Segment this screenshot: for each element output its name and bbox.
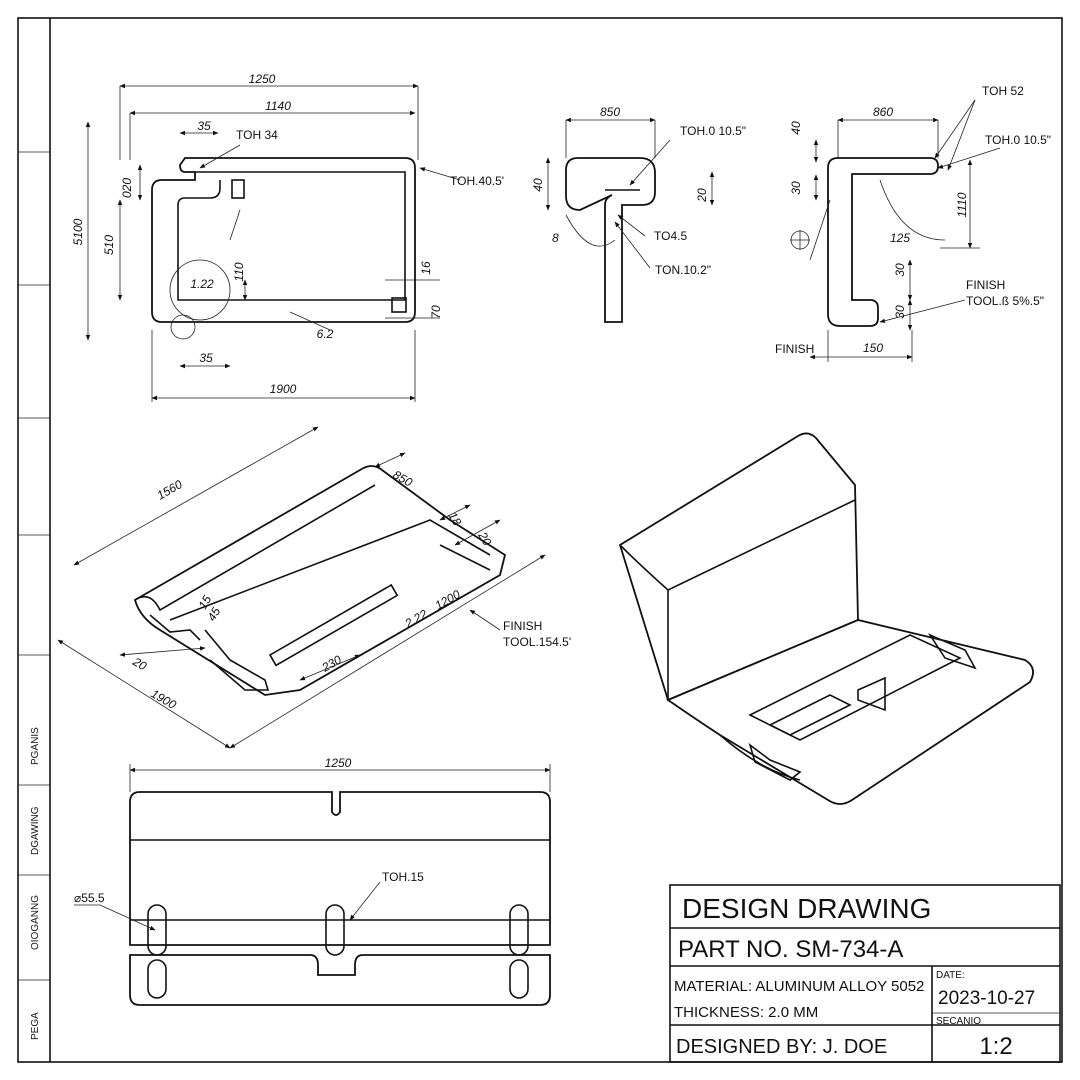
top-right-view: TOH 52 860 40 TOH.0 10.5" 30 1110 125 30…	[775, 84, 1051, 362]
dim-510: 510	[102, 235, 116, 255]
note-toh34: TOH 34	[236, 128, 278, 142]
dim-8-mid: 8	[552, 231, 559, 245]
iso-3d-window-inner-1	[768, 694, 852, 736]
iso-3d-bend-line	[667, 499, 856, 591]
dim-30-right-top: 30	[789, 181, 803, 195]
iso-left-clip	[149, 614, 201, 641]
iso-3d-tab-left	[748, 742, 802, 781]
bottom-slot-mid	[325, 904, 345, 956]
bottom-slot-right-lower	[509, 959, 529, 999]
top-right-bend-arc	[879, 179, 946, 241]
dim-70: 70	[429, 305, 443, 319]
iso-3d-back-wall	[618, 432, 859, 702]
dim-1250-bottom: 1250	[325, 756, 352, 770]
title-block-scale-label: SECANIO	[936, 1016, 981, 1027]
note-toh52: TOH 52	[982, 84, 1024, 98]
iso-left-bend-line	[134, 484, 376, 612]
dim-40-mid: 40	[531, 178, 545, 192]
dim-150: 150	[863, 341, 883, 355]
isometric-3d-view	[618, 432, 1034, 805]
dim-20-iso-top: 20	[475, 529, 494, 549]
bottom-upper-panel	[129, 791, 551, 946]
note-to4-5: TO4.5	[654, 229, 687, 243]
dim-40-right: 40	[789, 121, 803, 135]
top-left-corner-tab	[391, 297, 407, 313]
top-left-inner-flange	[177, 171, 406, 301]
top-left-detail-circle	[169, 259, 231, 321]
dim-15-iso: 15	[195, 593, 214, 612]
note-finish-iso: FINISH	[503, 619, 542, 633]
dim-1110: 1110	[955, 192, 969, 217]
note-finish-left: FINISH	[775, 342, 814, 356]
dim-020: 020	[120, 178, 134, 198]
dim-1560: 1560	[155, 477, 185, 503]
side-label-4: PEGA	[30, 1012, 41, 1040]
bottom-plan-view: 1250 TOH.15 ⌀55.5	[74, 756, 551, 1006]
dim-20-iso-bottom: 20	[130, 654, 150, 673]
title-block-part-no: PART NO. SM-734-A	[678, 936, 903, 963]
top-left-part-outline	[151, 157, 416, 323]
iso-3d-left-edge	[619, 544, 669, 700]
bottom-lower-panel	[129, 954, 551, 1006]
dim-860: 860	[873, 105, 893, 119]
top-left-view: 1250 1140 35 TOH 34 020 5100 510 TOH.40.…	[71, 72, 504, 402]
side-label-2: DGAWING	[30, 806, 41, 855]
dim-20-mid: 20	[695, 188, 709, 203]
side-label-3: OIOGANNG	[30, 895, 41, 950]
title-block-material: MATERIAL: ALUMINUM ALLOY 5052	[674, 978, 924, 995]
dim-45-iso: 45	[204, 605, 223, 624]
dim-16: 16	[419, 261, 433, 275]
iso-left-main-plate	[133, 465, 507, 696]
bottom-slot-right	[509, 904, 529, 956]
note-dia-55-5: ⌀55.5	[74, 891, 105, 905]
dim-125: 125	[890, 231, 910, 245]
title-block-thickness: THICKNESS: 2.0 MM	[674, 1004, 818, 1021]
note-tool-finish-right: TOOL.ß 5%.5"	[966, 294, 1044, 308]
top-left-hole	[170, 314, 196, 340]
dim-5100: 5100	[71, 218, 85, 245]
iso-3d-tab-right	[927, 633, 977, 670]
dim-6-2: 6.2	[317, 327, 334, 341]
sheet-border	[17, 17, 1063, 1063]
dim-1250-top: 1250	[249, 72, 276, 86]
dim-1900-top: 1900	[270, 382, 297, 396]
bottom-slot-left-lower	[147, 959, 167, 999]
note-toh-10-5-mid: TOH.0 10.5"	[680, 124, 746, 138]
dim-30-right-low: 30	[893, 305, 907, 319]
title-block-scale: 1:2	[979, 1033, 1012, 1060]
dim-35-top: 35	[197, 119, 211, 133]
bottom-slot-left	[147, 904, 167, 956]
note-toh-10-5-right: TOH.0 10.5"	[985, 133, 1051, 147]
title-block-designed-by: DESIGNED BY: J. DOE	[676, 1036, 887, 1058]
dim-18-iso: 18	[445, 510, 464, 529]
note-finish-right: FINISH	[966, 278, 1005, 292]
iso-3d-window-inner-2	[857, 676, 886, 712]
side-label-1: PGANIS	[30, 727, 41, 765]
dim-850: 850	[600, 105, 620, 119]
isometric-dimensioned-view: 1560 850 18 20 2.22 1200 230 20 1900 15 …	[57, 426, 571, 749]
dim-35-bottom: 35	[199, 351, 213, 365]
iso-3d-base-plate	[666, 619, 1034, 805]
note-tool-iso: TOOL.154.5'	[503, 635, 571, 649]
title-block-frame	[669, 884, 1061, 1063]
dim-1900-iso: 1900	[149, 686, 179, 712]
dim-1-22: 1.22	[190, 277, 214, 291]
dim-30-right-mid: 30	[893, 263, 907, 277]
top-middle-profile	[565, 157, 656, 323]
title-block-date-label: DATE:	[936, 970, 965, 981]
dim-1140: 1140	[265, 99, 291, 113]
iso-3d-front-lip	[719, 734, 801, 781]
top-right-profile	[827, 157, 939, 327]
note-toh-40-5: TOH.40.5'	[450, 174, 504, 188]
note-toh-15: TOH.15	[382, 870, 424, 884]
title-block-date: 2023-10-27	[938, 988, 1035, 1009]
top-middle-view: 850 TOH.0 10.5" 40 20 TO4.5 TON.10.2" 8	[531, 105, 746, 323]
title-block: DESIGN DRAWING PART NO. SM-734-A MATERIA…	[669, 884, 1061, 1063]
top-left-slot	[231, 179, 245, 199]
side-strip-ticks	[18, 151, 50, 981]
dim-110: 110	[232, 262, 246, 281]
title-block-title: DESIGN DRAWING	[682, 893, 931, 924]
note-ton-10-2: TON.10.2"	[655, 263, 711, 277]
